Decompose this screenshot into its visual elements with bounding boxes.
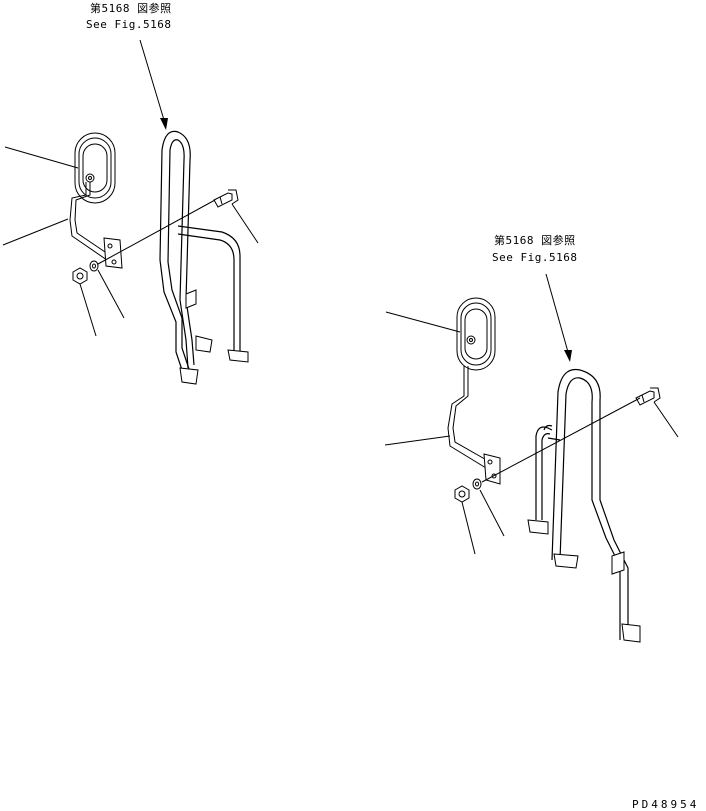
right-reference-arrow xyxy=(545,273,572,362)
right-mirror-stay xyxy=(447,366,501,485)
right-fitting xyxy=(635,387,661,406)
right-assembly: 第5168 図参照 See Fig.5168 xyxy=(384,233,679,643)
left-fitting xyxy=(213,189,239,208)
drawing-code: PD48954 xyxy=(632,798,699,811)
right-handrail xyxy=(527,368,641,643)
left-assembly: 第5168 図参照 See Fig.5168 xyxy=(2,1,259,385)
left-nut xyxy=(72,267,88,285)
left-mirror-stay xyxy=(69,182,123,269)
left-leaders xyxy=(2,146,259,337)
left-reference-arrow xyxy=(139,39,168,130)
left-handrail xyxy=(159,130,249,385)
right-mirror xyxy=(456,297,496,371)
right-reference-en: See Fig.5168 xyxy=(492,251,577,264)
left-washer xyxy=(89,260,99,272)
left-mirror xyxy=(74,132,116,204)
left-bolt-axis xyxy=(97,199,216,265)
right-washer xyxy=(472,478,482,490)
right-bolt-axis xyxy=(481,397,641,483)
right-leaders xyxy=(384,311,679,555)
right-nut xyxy=(454,485,470,503)
right-reference-jp: 第5168 図参照 xyxy=(494,233,576,247)
left-reference-en: See Fig.5168 xyxy=(86,18,171,31)
left-reference-jp: 第5168 図参照 xyxy=(90,1,172,15)
